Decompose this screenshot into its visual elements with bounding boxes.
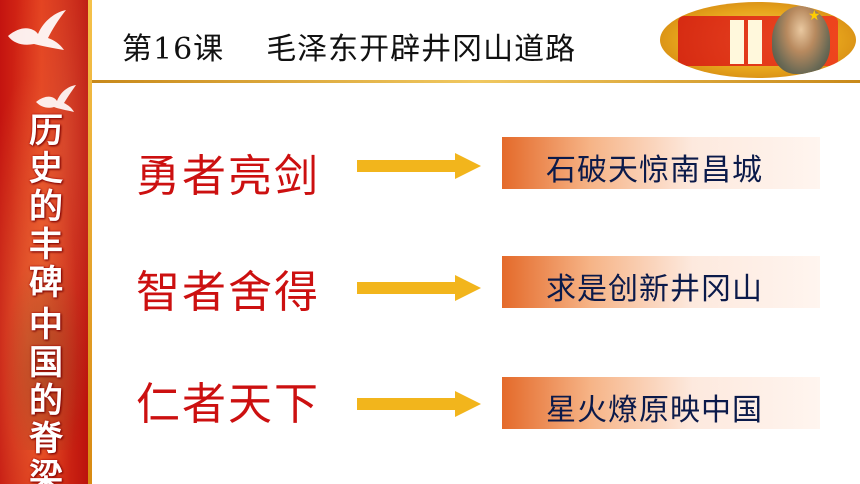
row-label: 仁者天下: [136, 379, 320, 430]
lesson-number: 第16课: [122, 32, 225, 67]
result-box: 星火燎原映中国: [502, 377, 820, 429]
result-text: 星火燎原映中国: [546, 393, 763, 428]
result-text: 石破天惊南昌城: [546, 153, 763, 188]
slogan-char: 国: [29, 343, 63, 383]
banner-slogan-1: 历 史 的 丰 碑: [14, 112, 78, 302]
slogan-char: 历: [29, 111, 63, 151]
side-banner: 历 史 的 丰 碑 中 国 的 脊 梁: [0, 0, 92, 484]
arrow-right-icon: [357, 391, 481, 417]
slogan-char: 梁: [29, 457, 63, 484]
slogan-char: 的: [29, 381, 63, 421]
dove-icon: [36, 85, 76, 112]
slogan-char: 丰: [29, 225, 63, 265]
row-label: 智者舍得: [136, 267, 320, 318]
page-title: 第16课 毛泽东开辟井冈山道路: [122, 24, 576, 68]
banner-slogan-2: 中 国 的 脊 梁: [14, 306, 78, 484]
dove-icon: [8, 10, 66, 50]
result-box: 石破天惊南昌城: [502, 137, 820, 189]
monument-image: [4, 250, 88, 450]
result-text: 求是创新井冈山: [546, 272, 763, 307]
star-icon: ★: [808, 8, 821, 24]
slogan-char: 史: [29, 149, 63, 189]
result-box: 求是创新井冈山: [502, 256, 820, 308]
header-emblem: ★: [660, 2, 856, 78]
slogan-char: 中: [29, 305, 63, 345]
scroll-image: [748, 20, 762, 64]
portrait-image: [772, 6, 830, 74]
slogan-char: 脊: [29, 419, 63, 459]
slogan-char: 的: [29, 187, 63, 227]
banner-edge: [88, 0, 92, 484]
arrow-right-icon: [357, 153, 481, 179]
header-divider: [92, 80, 860, 83]
slogan-char: 碑: [29, 263, 63, 303]
arrow-right-icon: [357, 275, 481, 301]
scroll-image: [730, 20, 744, 64]
row-label: 勇者亮剑: [136, 151, 320, 202]
lesson-title: 毛泽东开辟井冈山道路: [266, 32, 577, 67]
